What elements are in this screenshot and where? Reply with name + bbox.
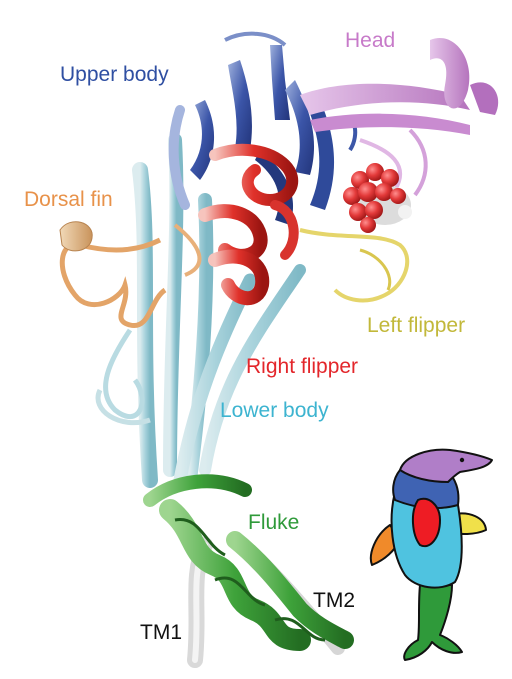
schematic-head — [400, 450, 492, 482]
label-lower-body: Lower body — [220, 400, 329, 421]
lower-body-strands — [98, 140, 300, 480]
label-tm1: TM1 — [140, 622, 182, 643]
label-tm2: TM2 — [313, 590, 355, 611]
label-dorsal-fin: Dorsal fin — [24, 189, 113, 210]
label-fluke: Fluke — [248, 512, 299, 533]
label-upper-body: Upper body — [60, 64, 169, 85]
dolphin-schematic — [371, 450, 492, 660]
schematic-right-flipper — [413, 499, 440, 546]
label-head: Head — [345, 30, 395, 51]
schematic-eye — [460, 458, 464, 462]
label-right-flipper: Right flipper — [246, 356, 358, 377]
fluke-helices — [150, 481, 345, 640]
left-flipper-loop — [300, 230, 407, 300]
schematic-tail — [404, 585, 462, 660]
label-left-flipper: Left flipper — [367, 315, 465, 336]
